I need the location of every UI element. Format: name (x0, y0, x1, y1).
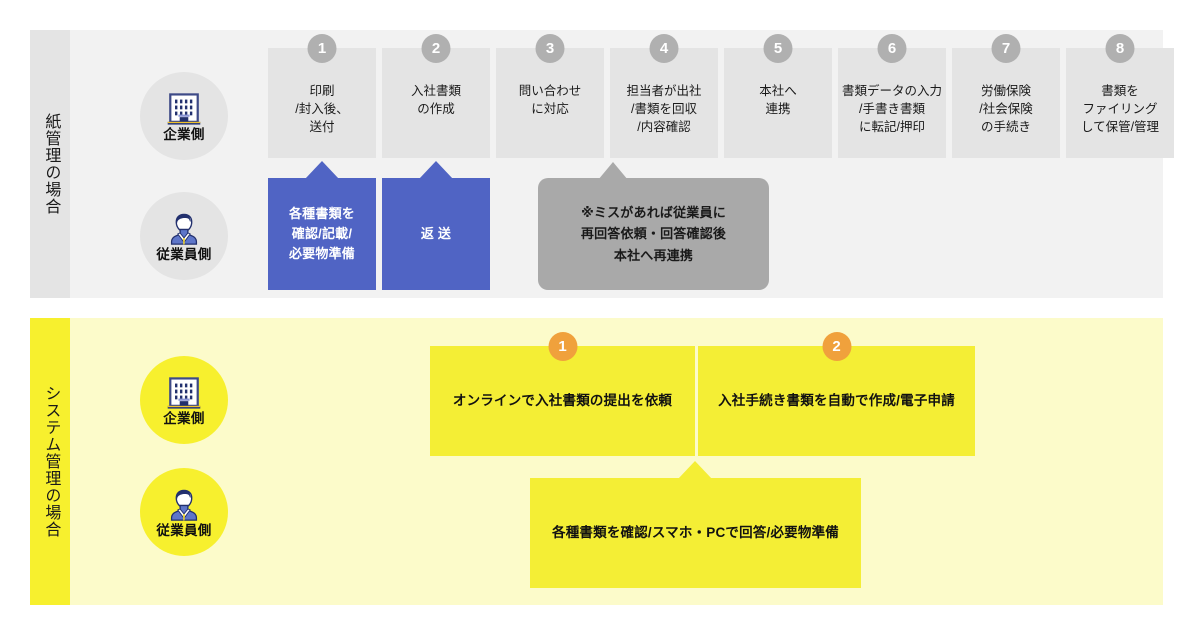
system-section-body: 企業側 従業員側 1 オンラインで入社書類の提出を依頼 (70, 318, 1163, 605)
step-badge-5: 5 (763, 34, 793, 63)
paper-step-row: 1 印刷 /封入後、 送付 2 入社書類 の作成 3 問い合わせ に対応 4 担… (268, 34, 1174, 158)
step-box-7[interactable]: 7 労働保険 /社会保険 の手続き (952, 34, 1060, 158)
step-label-5: 本社へ 連携 (759, 84, 797, 117)
step-label-6: 書類データの入力 /手書き書類 に転記/押印 (841, 84, 942, 135)
office-building-icon (165, 375, 203, 411)
business-person-icon (165, 211, 203, 247)
step-box-2[interactable]: 2 入社書類 の作成 (382, 34, 490, 158)
employee-task-label-1: 各種書類を 確認/記載/ 必要物準備 (268, 178, 376, 290)
step-label-1: 印刷 /封入後、 送付 (295, 84, 349, 135)
system-employee-box[interactable]: 各種書類を確認/スマホ・PCで回答/必要物準備 (530, 461, 861, 588)
system-badge-1: 1 (548, 332, 577, 361)
callout-tail-up-icon (419, 161, 453, 179)
system-company-label-2: 入社手続き書類を自動で作成/電子申請 (718, 392, 955, 408)
step-box-8[interactable]: 8 書類を ファイリング して保管/管理 (1066, 34, 1174, 158)
step-box-1[interactable]: 1 印刷 /封入後、 送付 (268, 34, 376, 158)
employee-task-label-2: 返 送 (382, 178, 490, 290)
step-badge-1: 1 (307, 34, 337, 63)
step-box-6[interactable]: 6 書類データの入力 /手書き書類 に転記/押印 (838, 34, 946, 158)
step-badge-4: 4 (649, 34, 679, 63)
actor-employee-label: 従業員側 (156, 246, 212, 262)
callout-tail-up-icon (305, 161, 339, 179)
business-person-icon (165, 487, 203, 523)
actor-employee-label: 従業員側 (156, 522, 212, 538)
system-employee-label: 各種書類を確認/スマホ・PCで回答/必要物準備 (530, 478, 861, 588)
step-badge-3: 3 (535, 34, 565, 63)
system-section-label: システム管理の場合 (30, 318, 70, 605)
system-management-section: システム管理の場合 (30, 318, 1163, 605)
step-box-5[interactable]: 5 本社へ 連携 (724, 34, 832, 158)
step-label-8: 書類を ファイリング して保管/管理 (1080, 84, 1160, 135)
step-badge-6: 6 (877, 34, 907, 63)
system-company-box-2[interactable]: 2 入社手続き書類を自動で作成/電子申請 (698, 332, 975, 456)
step-badge-7: 7 (991, 34, 1021, 63)
step-box-3[interactable]: 3 問い合わせ に対応 (496, 34, 604, 158)
system-employee-text: 各種書類を確認/スマホ・PCで回答/必要物準備 (552, 524, 839, 540)
callout-tail-up-icon (598, 162, 628, 180)
step-label-3: 問い合わせ に対応 (518, 84, 582, 117)
actor-company-paper: 企業側 (140, 72, 228, 160)
paper-error-note-text: ※ミスがあれば従業員に 再回答依頼・回答確認後 本社へ再連携 (538, 178, 769, 290)
system-company-box-1[interactable]: 1 オンラインで入社書類の提出を依頼 (430, 332, 695, 456)
step-badge-2: 2 (421, 34, 451, 63)
paper-section-label: 紙管理の場合 (30, 30, 70, 298)
paper-management-section: 紙管理の場合 (30, 30, 1174, 298)
office-building-icon (165, 91, 203, 127)
actor-company-system: 企業側 (140, 356, 228, 444)
paper-error-note: ※ミスがあれば従業員に 再回答依頼・回答確認後 本社へ再連携 (538, 162, 769, 290)
actor-employee-paper: 従業員側 (140, 192, 228, 280)
actor-employee-system: 従業員側 (140, 468, 228, 556)
step-label-7: 労働保険 /社会保険 の手続き (979, 84, 1033, 135)
employee-task-box-1[interactable]: 各種書類を 確認/記載/ 必要物準備 (268, 161, 376, 290)
callout-tail-up-icon (678, 461, 712, 479)
system-badge-2: 2 (822, 332, 851, 361)
system-company-label-1: オンラインで入社書類の提出を依頼 (452, 392, 673, 408)
step-label-2: 入社書類 の作成 (410, 84, 461, 117)
step-label-4: 担当者が出社 /書類を回収 /内容確認 (626, 84, 702, 135)
step-box-4[interactable]: 4 担当者が出社 /書類を回収 /内容確認 (610, 34, 718, 158)
employee-task-box-2[interactable]: 返 送 (382, 161, 490, 290)
actor-company-label: 企業側 (163, 126, 205, 142)
paper-section-body: 企業側 従業員側 1 (70, 30, 1174, 298)
step-badge-8: 8 (1105, 34, 1135, 63)
actor-company-label: 企業側 (163, 410, 205, 426)
